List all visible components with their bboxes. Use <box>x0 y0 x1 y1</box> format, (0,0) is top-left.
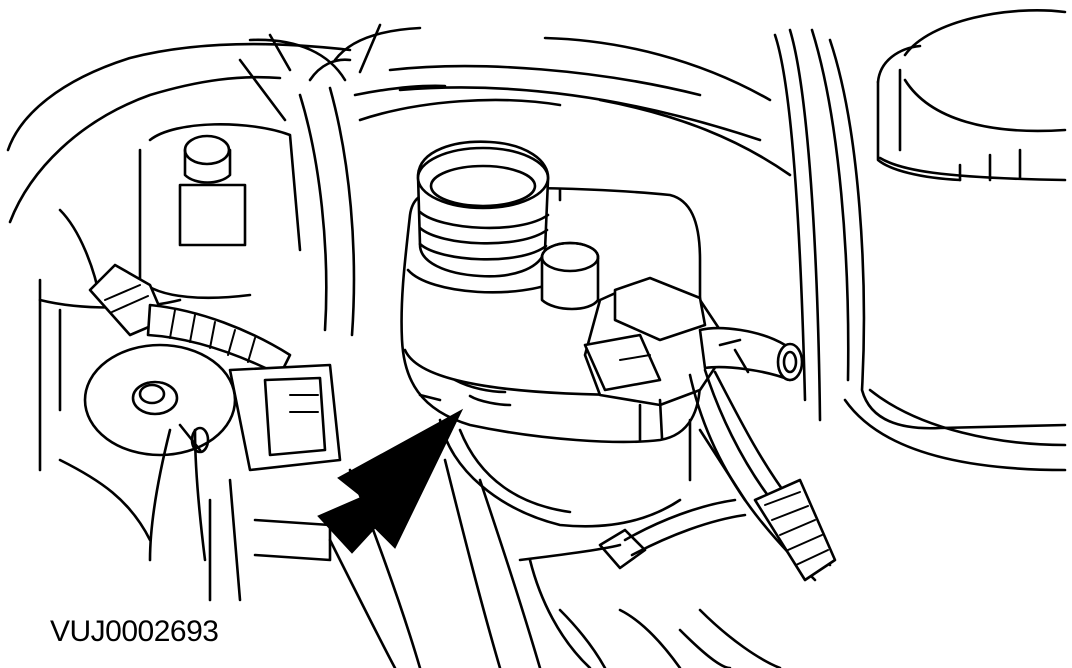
lower-clamp <box>58 363 342 602</box>
vertical-hose <box>298 58 356 337</box>
left-cable <box>88 263 292 377</box>
pointer-arrow <box>317 408 464 554</box>
lower-brake-line <box>328 458 782 668</box>
wiring-harness <box>688 368 837 582</box>
figure-id-label: VUJ0002693 <box>50 615 219 648</box>
brake-fluid-reservoir <box>400 140 702 528</box>
round-mount <box>83 343 237 457</box>
level-sensor-connector <box>583 276 804 442</box>
reservoir-cap <box>876 9 1067 182</box>
body-panels <box>6 23 1067 472</box>
